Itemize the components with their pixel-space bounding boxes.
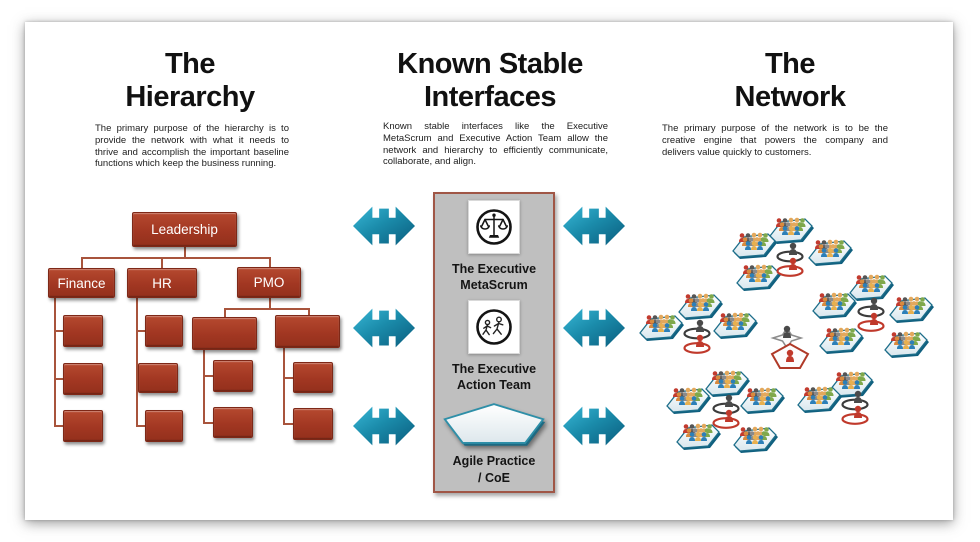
org-box-child [213, 407, 253, 438]
pentagon-platform-icon [772, 344, 808, 368]
org-box-pmo: PMO [237, 267, 301, 298]
scrum-team-icon [677, 424, 721, 450]
scrum-team-icon [885, 332, 929, 358]
scrum-of-scrums-leader-icon [685, 320, 710, 353]
org-box-child [145, 410, 183, 442]
double-arrow-icon [353, 308, 415, 348]
org-box-child [145, 315, 183, 347]
scrum-of-scrums-leader-icon [859, 298, 884, 331]
scrum-team-icon [809, 240, 853, 266]
scrum-team-icon [798, 387, 842, 413]
slide-card: The Hierarchy Known Stable Interfaces Th… [25, 22, 953, 520]
interfaces-title: Known Stable Interfaces [397, 48, 583, 114]
org-box-hr: HR [127, 268, 197, 298]
org-box-child [293, 408, 333, 440]
org-box-child [213, 360, 253, 392]
double-arrow-icon [353, 406, 415, 446]
org-box-child-wide [192, 317, 257, 350]
interfaces-description: Known stable interfaces like the Executi… [383, 121, 608, 168]
scrum-team-icon [733, 233, 777, 259]
agile-practice-label: Agile Practice / CoE [452, 454, 536, 485]
org-box-child [293, 362, 333, 393]
double-arrow-icon [563, 206, 625, 246]
org-box-finance: Finance [48, 268, 115, 298]
scrum-of-scrums-leader-icon [778, 243, 803, 276]
org-box-leadership: Leadership [132, 212, 237, 247]
scrum-team-icon [890, 297, 934, 323]
org-box-child [63, 410, 103, 442]
action-team-label: The Executive Action Team [451, 362, 537, 393]
double-arrow-icon [563, 308, 625, 348]
scrum-team-icon [813, 293, 857, 319]
scrum-team-icon [770, 218, 814, 244]
double-arrow-icon [563, 406, 625, 446]
scrum-team-icon [679, 294, 723, 320]
scrum-team-icon [820, 328, 864, 354]
balance-scale-icon [468, 200, 520, 254]
org-box-child [138, 363, 178, 393]
scrum-of-scrums-leader-icon [714, 395, 739, 428]
interfaces-panel: The Executive MetaScrum The Executive Ac… [433, 192, 555, 493]
network-title: The Network [734, 48, 846, 114]
scrum-team-icon [850, 275, 894, 301]
scrum-team-icon [734, 427, 778, 453]
scrum-team-icon [741, 388, 785, 414]
double-arrow-icon [353, 206, 415, 246]
pentagon-icon [443, 402, 547, 447]
scrum-team-icon [737, 265, 781, 291]
scrum-team-icon [667, 388, 711, 414]
running-people-icon [468, 300, 520, 355]
org-box-child-wide [275, 315, 340, 348]
network-description: The primary purpose of the network is to… [662, 123, 888, 158]
org-box-child [63, 315, 103, 347]
hierarchy-description: The primary purpose of the hierarchy is … [95, 123, 289, 170]
org-box-child [63, 363, 103, 395]
scrum-team-icon [714, 313, 758, 339]
metascrum-label: The Executive MetaScrum [451, 261, 537, 293]
hierarchy-title: The Hierarchy [125, 48, 255, 114]
network-graphic [635, 214, 945, 482]
scrum-team-icon [640, 315, 684, 341]
scrum-team-icon [706, 371, 750, 397]
